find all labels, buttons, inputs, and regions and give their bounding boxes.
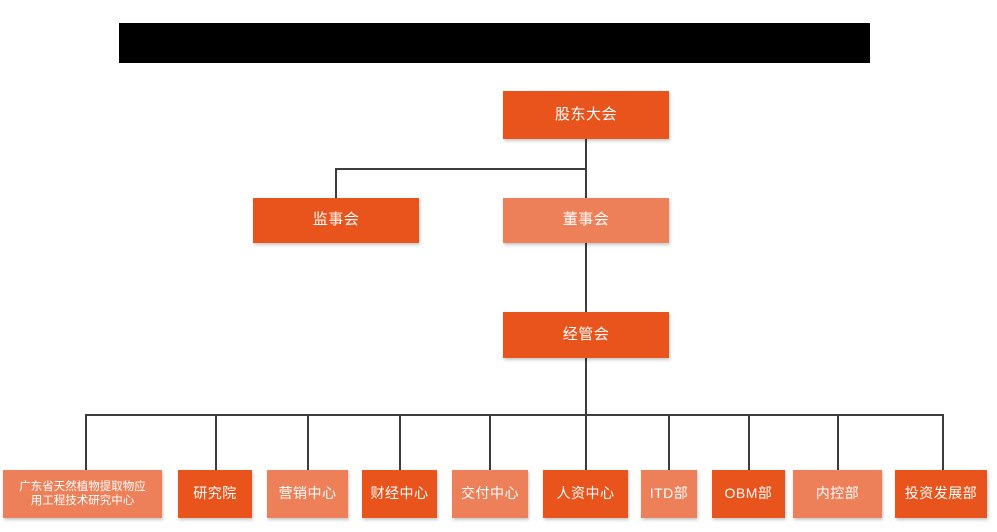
node-marketing-center[interactable]: 营销中心 [267,470,348,518]
node-obm-dept-label: OBM部 [724,485,773,502]
connector-bus-level2 [335,168,587,170]
connector-directors-to-management [585,243,587,312]
connector-to-directors [585,168,587,198]
node-itd-dept[interactable]: ITD部 [641,470,697,518]
node-research-center[interactable]: 广东省天然植物提取物应 用工程技术研究中心 [3,470,162,518]
connector-drop-delivery-center [489,414,491,470]
connector-drop-obm-dept [748,414,750,470]
node-delivery-center-label: 交付中心 [461,485,519,502]
connector-drop-research-institute [215,414,217,470]
connector-drop-investment-dev-dept [942,414,944,470]
node-shareholders[interactable]: 股东大会 [503,91,669,139]
node-management[interactable]: 经管会 [503,312,669,358]
node-hr-center-label: 人资中心 [556,485,615,502]
connector-to-supervisors [335,168,337,198]
node-research-institute-label: 研究院 [193,485,237,502]
node-marketing-center-label: 营销中心 [278,485,337,502]
node-research-center-line2: 用工程技术研究中心 [30,495,135,507]
node-delivery-center[interactable]: 交付中心 [452,470,528,518]
node-shareholders-label: 股东大会 [554,105,617,123]
node-supervisors[interactable]: 监事会 [253,198,419,243]
node-directors-label: 董事会 [562,211,610,229]
node-directors[interactable]: 董事会 [503,198,669,243]
node-research-center-line1: 广东省天然植物提取物应 [19,480,146,493]
node-research-center-label: 广东省天然植物提取物应 用工程技术研究中心 [6,480,159,508]
node-finance-center[interactable]: 财经中心 [362,470,437,518]
node-hr-center[interactable]: 人资中心 [543,470,628,518]
connector-drop-itd-dept [668,414,670,470]
connector-bus-level4 [85,414,944,416]
connector-drop-internal-control-dept [837,414,839,470]
node-obm-dept[interactable]: OBM部 [712,470,785,518]
connector-management-down [585,358,587,415]
node-investment-dev-dept[interactable]: 投资发展部 [895,470,987,518]
node-investment-dev-dept-label: 投资发展部 [904,485,978,502]
node-research-institute[interactable]: 研究院 [178,470,252,518]
connector-drop-finance-center [399,414,401,470]
connector-shareholders-down [585,139,587,170]
node-itd-dept-label: ITD部 [649,485,689,502]
connector-drop-research-center [85,414,87,470]
node-management-label: 经管会 [562,325,610,343]
connector-drop-hr-center [585,414,587,470]
node-finance-center-label: 财经中心 [370,485,429,502]
node-internal-control-dept[interactable]: 内控部 [793,470,882,518]
node-supervisors-label: 监事会 [312,211,360,229]
connector-drop-marketing-center [307,414,309,470]
node-internal-control-dept-label: 内控部 [815,485,860,502]
redacted-title-bar [119,23,870,63]
